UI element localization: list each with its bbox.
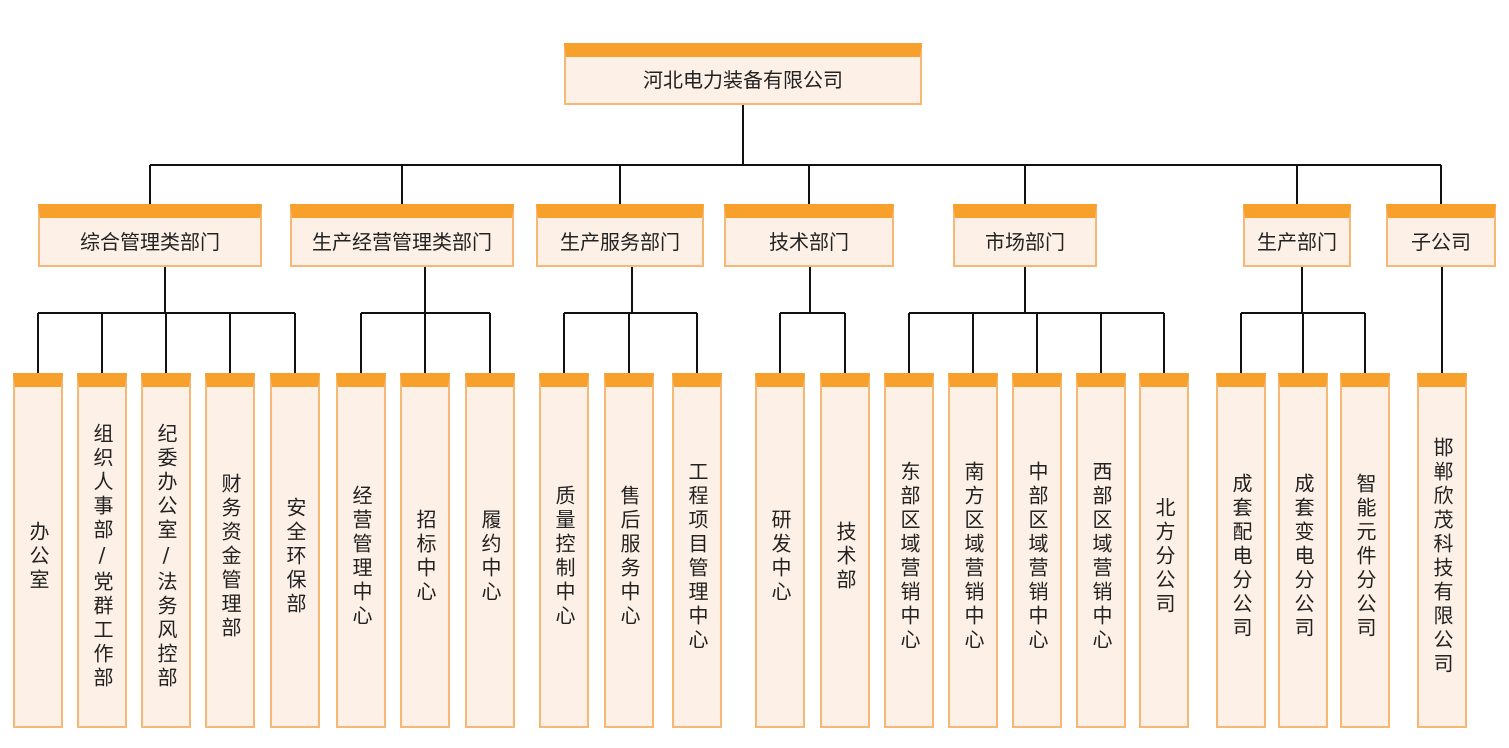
dept-node: 技术部门: [724, 204, 894, 267]
unit-node: 东部区域营销中心: [884, 373, 934, 728]
unit-node: 安全环保部: [270, 373, 320, 728]
dept-label: 生产部门: [1257, 229, 1337, 254]
unit-label: 纪委办公室/法务风控部: [154, 422, 178, 691]
unit-node: 办公室: [13, 373, 63, 728]
unit-label: 研发中心: [768, 508, 792, 605]
unit-label: 招标中心: [413, 508, 437, 605]
root-label: 河北电力装备有限公司: [643, 68, 843, 92]
unit-node: 成套配电分公司: [1216, 373, 1266, 728]
unit-label: 成套变电分公司: [1291, 472, 1315, 641]
unit-node: 智能元件分公司: [1340, 373, 1390, 728]
unit-label: 成套配电分公司: [1229, 472, 1253, 641]
unit-node: 组织人事部/党群工作部: [77, 373, 127, 728]
unit-label: 办公室: [26, 520, 50, 593]
unit-label: 东部区域营销中心: [897, 460, 921, 653]
unit-node: 质量控制中心: [539, 373, 589, 728]
unit-label: 中部区域营销中心: [1025, 460, 1049, 653]
dept-label: 子公司: [1411, 229, 1471, 254]
unit-label: 西部区域营销中心: [1089, 460, 1113, 653]
unit-node: 研发中心: [755, 373, 805, 728]
unit-node: 纪委办公室/法务风控部: [141, 373, 191, 728]
unit-node: 财务资金管理部: [205, 373, 255, 728]
unit-node: 西部区域营销中心: [1076, 373, 1126, 728]
unit-label: 安全环保部: [283, 496, 307, 617]
unit-label: 北方分公司: [1152, 496, 1176, 617]
unit-node: 招标中心: [400, 373, 450, 728]
dept-label: 生产服务部门: [560, 229, 680, 254]
unit-label: 售后服务中心: [617, 484, 641, 629]
unit-label: 南方区域营销中心: [961, 460, 985, 653]
unit-node: 成套变电分公司: [1278, 373, 1328, 728]
unit-label: 技术部: [833, 520, 857, 593]
unit-label: 经营管理中心: [349, 484, 373, 629]
unit-node: 南方区域营销中心: [948, 373, 998, 728]
unit-node: 经营管理中心: [336, 373, 386, 728]
dept-label: 技术部门: [769, 229, 849, 254]
unit-node: 北方分公司: [1139, 373, 1189, 728]
unit-node: 售后服务中心: [604, 373, 654, 728]
unit-label: 质量控制中心: [552, 484, 576, 629]
root-node: 河北电力装备有限公司: [564, 43, 922, 105]
unit-label: 智能元件分公司: [1353, 472, 1377, 641]
unit-node: 中部区域营销中心: [1012, 373, 1062, 728]
dept-node: 生产经营管理类部门: [290, 204, 514, 267]
dept-label: 生产经营管理类部门: [312, 229, 492, 254]
dept-label: 市场部门: [985, 229, 1065, 254]
dept-node: 市场部门: [953, 204, 1097, 267]
unit-label: 履约中心: [478, 508, 502, 605]
unit-node: 工程项目管理中心: [672, 373, 722, 728]
unit-node: 邯郸欣茂科技有限公司: [1417, 373, 1467, 728]
unit-label: 组织人事部/党群工作部: [90, 422, 114, 691]
unit-label: 财务资金管理部: [218, 472, 242, 641]
dept-node: 生产部门: [1243, 204, 1351, 267]
dept-label: 综合管理类部门: [80, 229, 220, 254]
unit-label: 工程项目管理中心: [685, 460, 709, 653]
dept-node: 子公司: [1386, 204, 1496, 267]
unit-label: 邯郸欣茂科技有限公司: [1430, 436, 1454, 677]
unit-node: 技术部: [820, 373, 870, 728]
dept-node: 综合管理类部门: [38, 204, 262, 267]
unit-node: 履约中心: [465, 373, 515, 728]
dept-node: 生产服务部门: [536, 204, 704, 267]
